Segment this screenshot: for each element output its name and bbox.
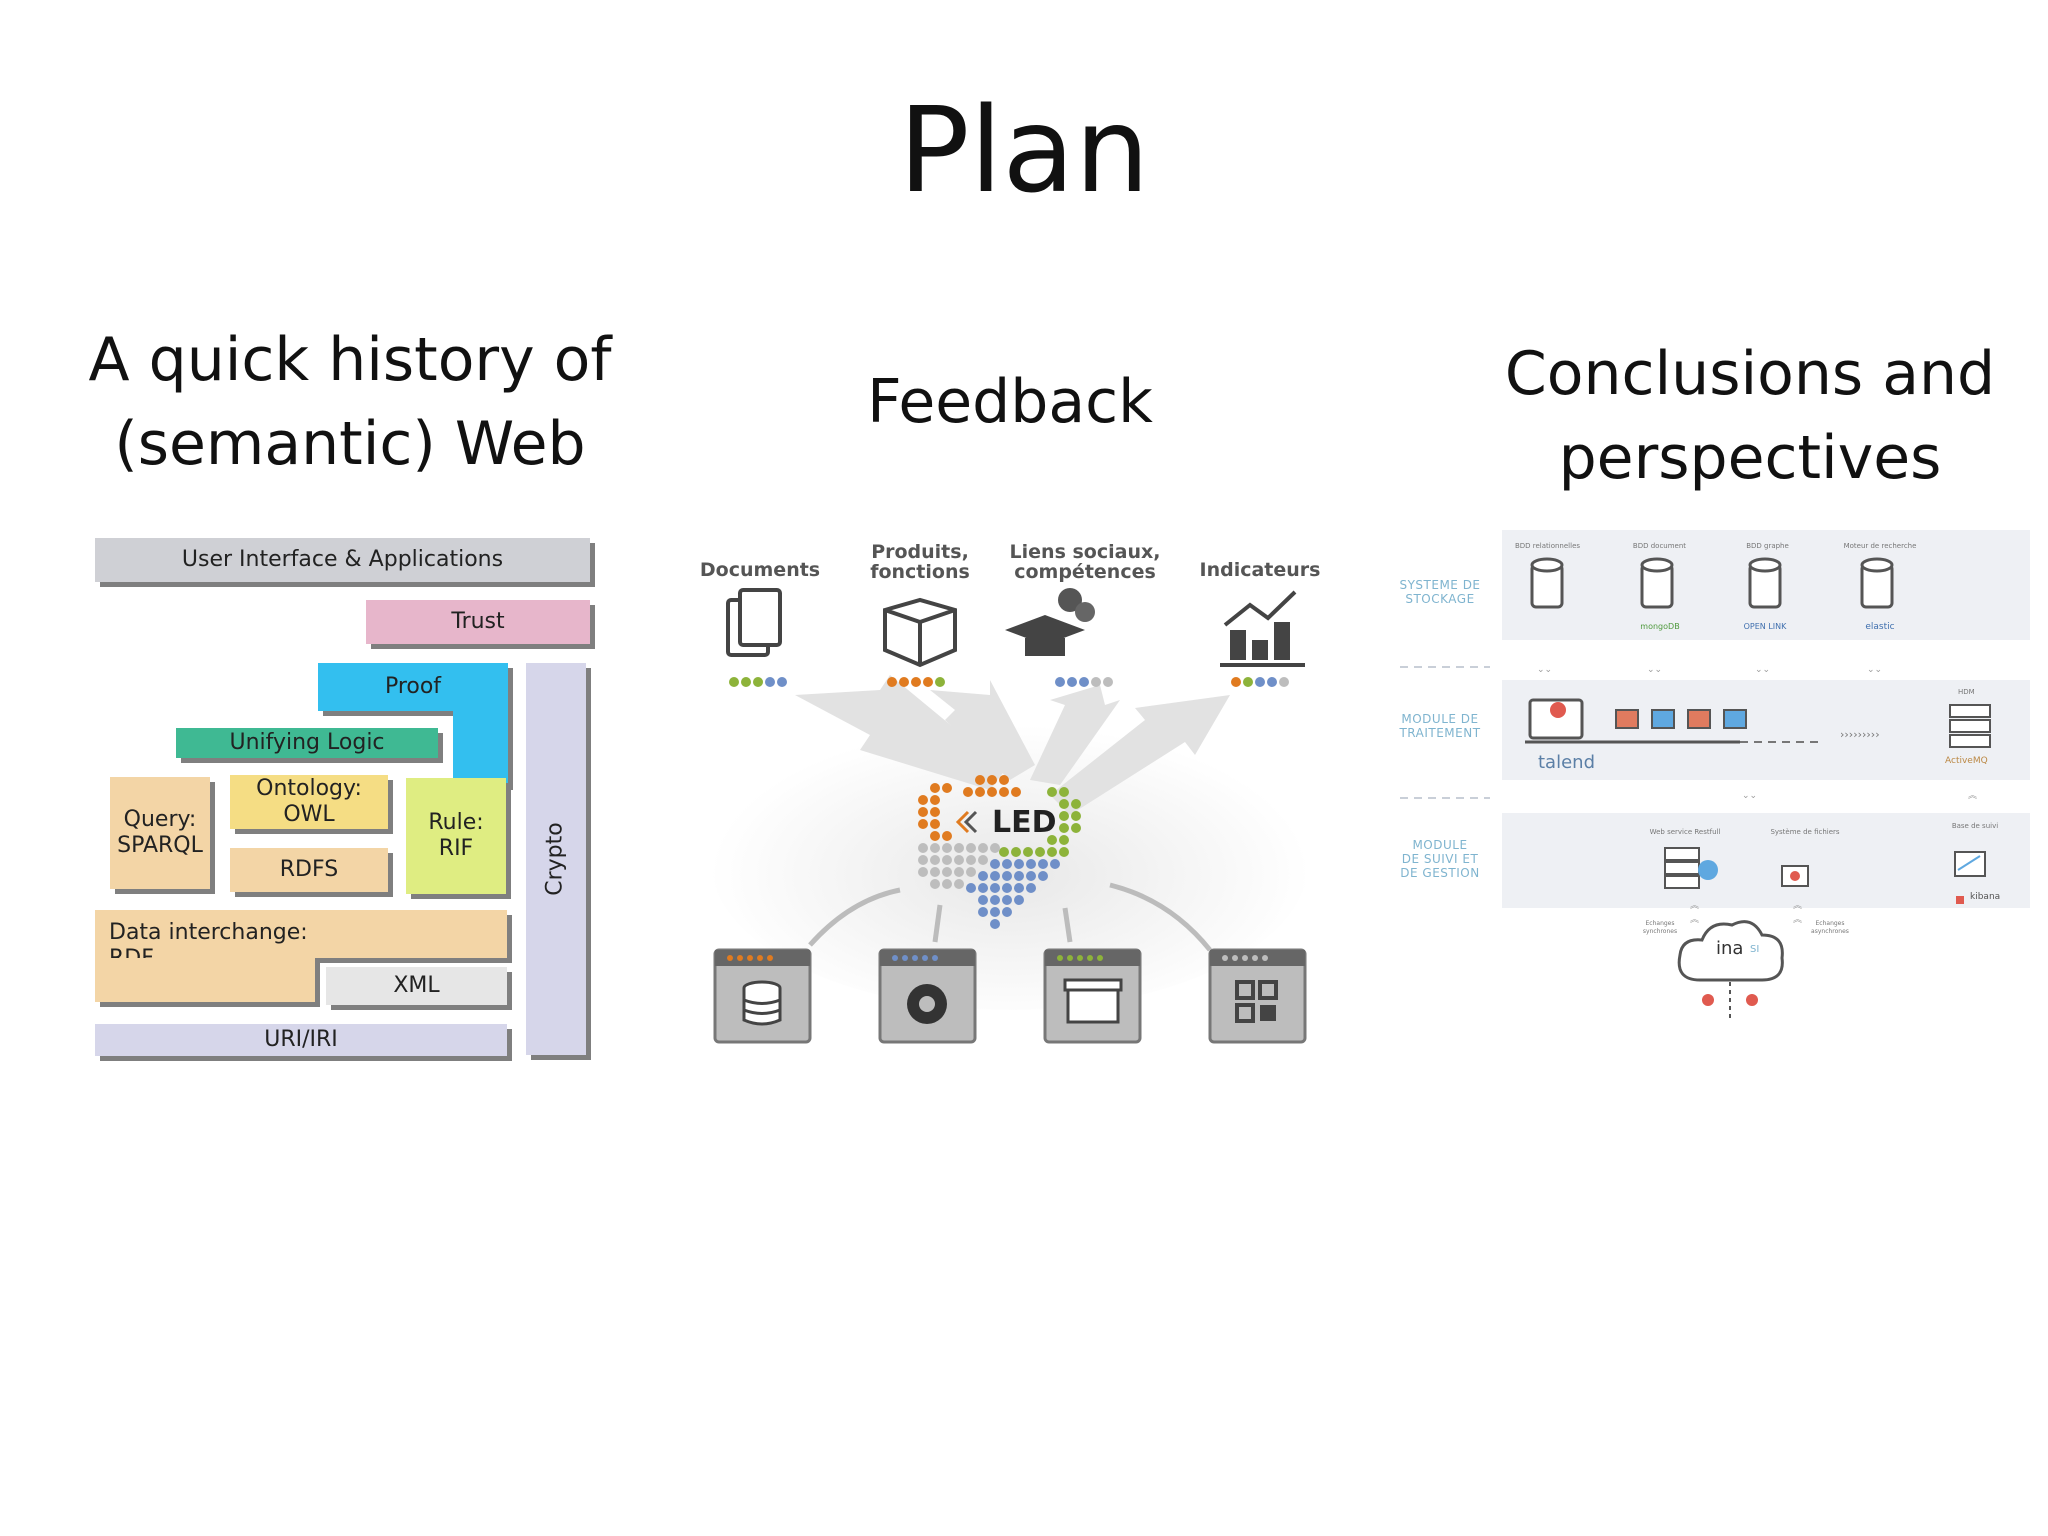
row-label-management: MODULE DE SUIVI ET DE GESTION: [1400, 838, 1480, 880]
graduation-cap-icon: [1005, 588, 1095, 656]
svg-text:⌄⌄: ⌄⌄: [1742, 791, 1757, 801]
talend-logo: talend: [1538, 752, 1595, 773]
block-data-interchange-lower: [95, 958, 315, 1002]
svg-text:︽: ︽: [1690, 901, 1699, 911]
cloud-icon: [1677, 920, 1784, 1020]
storage-server-icons: [1530, 557, 1894, 609]
documents-icon: [726, 588, 782, 657]
exchange-sync-label: Echanges synchrones: [1642, 920, 1678, 935]
crypto-label: Crypto: [543, 822, 569, 896]
svg-text:︽: ︽: [1968, 791, 1977, 801]
database-icon: [713, 948, 812, 1044]
management-title-files: Système de fichiers: [1770, 828, 1840, 836]
svg-text:︽: ︽: [1690, 915, 1699, 925]
svg-text:︽: ︽: [1793, 915, 1802, 925]
block-unifying-logic: Unifying Logic: [176, 728, 438, 758]
chart-icon: [1220, 590, 1305, 667]
architecture-graphic: ⌄⌄ ⌄⌄ ⌄⌄ ⌄⌄: [1400, 530, 2030, 1020]
block-ontology: Ontology: OWL: [230, 775, 388, 829]
semantic-web-stack: User Interface & Applications Trust Proo…: [88, 530, 608, 1070]
kibana-logo: kibana: [1970, 892, 2001, 902]
management-title-web-service: Web service Restfull: [1649, 828, 1721, 836]
block-data-interchange: Data interchange: RDF: [95, 910, 507, 971]
upward-arrows: [795, 675, 1230, 815]
storage-title-search: Moteur de recherche: [1843, 542, 1917, 550]
category-documents: Documents: [699, 559, 821, 581]
gear-icon: [878, 948, 977, 1044]
vertical-chevrons: ︽ ︽ ︽ ︽ ⌄⌄ ︽: [1690, 791, 1977, 925]
architecture-diagram: ⌄⌄ ⌄⌄ ⌄⌄ ⌄⌄: [1390, 530, 2030, 1030]
management-title-monitoring: Base de suivi: [1951, 822, 1999, 830]
block-rule: Rule: RIF: [406, 778, 506, 894]
elastic-logo: elastic: [1865, 622, 1895, 632]
processing-band: [1502, 680, 2030, 780]
block-xml: XML: [326, 967, 507, 1005]
heading-feedback: Feedback: [867, 367, 1153, 437]
block-uri: URI/IRI: [95, 1024, 507, 1056]
row-label-processing: MODULE DE TRAITEMENT: [1399, 712, 1481, 740]
svg-text:⌄⌄: ⌄⌄: [1537, 665, 1552, 675]
category-produits: Produits, fonctions: [870, 541, 970, 583]
svg-text:⌄⌄: ⌄⌄: [1647, 665, 1662, 675]
block-trust: Trust: [366, 600, 590, 644]
feedback-diagram: Documents Produits, fonctions Liens soci…: [690, 530, 1330, 1060]
management-icons: [1664, 847, 1986, 904]
source-boxes: [713, 948, 1307, 1044]
category-indicateurs: Indicateurs: [1199, 559, 1321, 581]
heading-history: A quick history of (semantic) Web: [88, 325, 612, 479]
block-proof: Proof: [318, 663, 508, 711]
block-query: Query: SPARQL: [110, 777, 210, 889]
storage-chevrons: ⌄⌄ ⌄⌄ ⌄⌄ ⌄⌄: [1537, 665, 1882, 675]
led-logo: LED: [992, 805, 1057, 840]
hdm-label: HDM: [1958, 688, 1975, 696]
storage-title-graph: BDD graphe: [1746, 542, 1789, 550]
row-label-storage: SYSTEME DE STOCKAGE: [1399, 578, 1481, 606]
block-ui: User Interface & Applications: [95, 538, 590, 582]
row-dividers: [1400, 666, 1490, 799]
ina-logo: ina: [1716, 938, 1744, 959]
category-dots: [729, 677, 1289, 687]
management-band: [1502, 813, 2030, 908]
lower-arrows: [808, 882, 1212, 952]
svg-text:⌄⌄: ⌄⌄: [1755, 665, 1770, 675]
activemq-logo: ActiveMQ: [1945, 756, 1988, 766]
archive-icon: [1043, 948, 1142, 1044]
box-icon: [883, 597, 957, 668]
block-rdfs: RDFS: [230, 848, 388, 892]
svg-text:⌄⌄: ⌄⌄: [1867, 665, 1882, 675]
processing-flow: [1525, 698, 1991, 748]
openlink-logo: OPEN LINK: [1743, 622, 1787, 631]
processing-arrows: ›››››››››: [1840, 728, 1880, 741]
category-liens-sociaux: Liens sociaux, compétences: [1009, 541, 1161, 583]
block-proof-tail: [453, 711, 508, 785]
svg-text:︽: ︽: [1793, 901, 1802, 911]
heading-conclusions: Conclusions and perspectives: [1504, 339, 1996, 493]
storage-title-document: BDD document: [1632, 542, 1687, 550]
block-crypto: Crypto: [526, 663, 586, 1055]
feedback-graphic: [710, 588, 1310, 1044]
storage-title-relational: BDD relationnelles: [1514, 542, 1581, 550]
qr-icon: [1208, 948, 1307, 1044]
mongodb-logo: mongoDB: [1640, 622, 1680, 631]
exchange-async-label: Echanges asynchrones: [1811, 920, 1849, 935]
si-label: SI: [1750, 944, 1760, 955]
led-dot-cluster: [918, 775, 1081, 929]
slide-title: Plan: [898, 81, 1150, 219]
